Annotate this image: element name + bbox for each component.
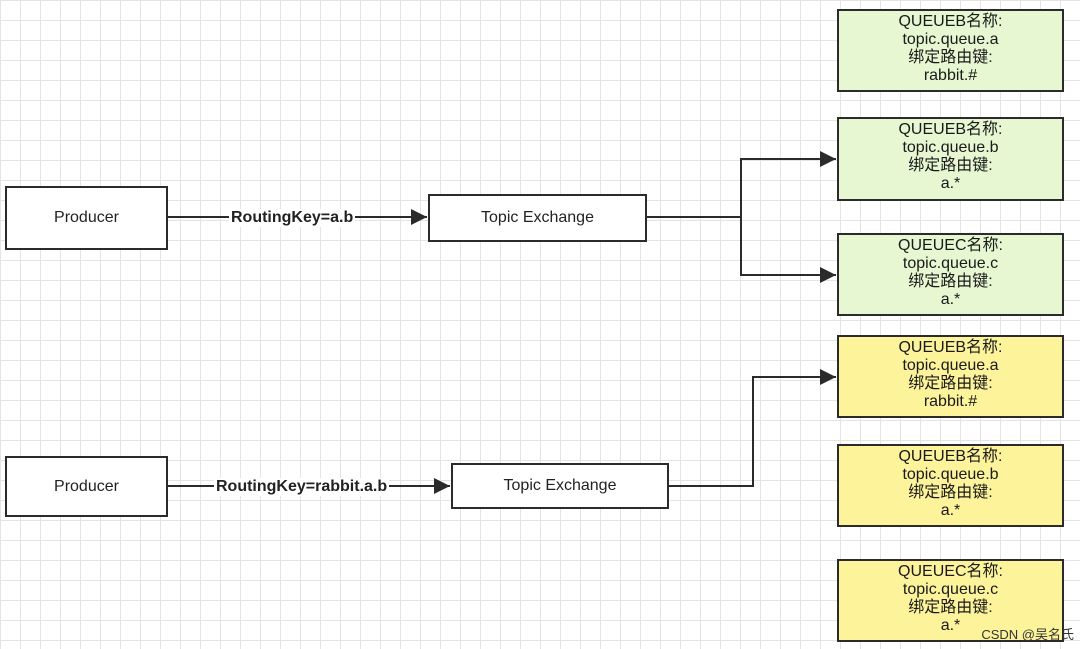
queue-name: topic.queue.b xyxy=(902,466,999,483)
topic-exchange-node-top: Topic Exchange xyxy=(428,194,647,242)
queue-title: QUEUEC名称: xyxy=(898,563,1003,580)
topic-exchange-node-bottom: Topic Exchange xyxy=(451,463,669,509)
binding-key-label: 绑定路由键: xyxy=(908,157,993,174)
binding-key: a.* xyxy=(940,502,961,519)
binding-key: a.* xyxy=(940,291,961,308)
queue-node-bottom-c: QUEUEC名称: topic.queue.c 绑定路由键: a.* xyxy=(837,559,1064,642)
routing-key-label-top: RoutingKey=a.b xyxy=(229,209,356,227)
queue-title: QUEUEB名称: xyxy=(898,121,1003,138)
binding-key: rabbit.# xyxy=(923,393,978,410)
producer-node-bottom: Producer xyxy=(5,456,168,517)
queue-title: QUEUEB名称: xyxy=(898,339,1003,356)
queue-node-bottom-a: QUEUEB名称: topic.queue.a 绑定路由键: rabbit.# xyxy=(837,335,1064,418)
binding-key: a.* xyxy=(940,617,961,634)
binding-key: a.* xyxy=(940,175,961,192)
queue-title: QUEUEB名称: xyxy=(898,448,1003,465)
queue-node-top-c: QUEUEC名称: topic.queue.c 绑定路由键: a.* xyxy=(837,233,1064,316)
producer-node-top: Producer xyxy=(5,186,168,250)
binding-key-label: 绑定路由键: xyxy=(908,484,993,501)
exchange-to-queue-c-arrow-top xyxy=(740,217,836,283)
queue-node-bottom-b: QUEUEB名称: topic.queue.b 绑定路由键: a.* xyxy=(837,444,1064,527)
exchange-label: Topic Exchange xyxy=(481,209,594,226)
queue-name: topic.queue.c xyxy=(902,255,999,272)
queue-name: topic.queue.b xyxy=(902,139,999,156)
binding-key-label: 绑定路由键: xyxy=(908,599,993,616)
exchange-label: Topic Exchange xyxy=(503,477,617,494)
binding-key: rabbit.# xyxy=(923,67,978,84)
routing-key-label-bottom: RoutingKey=rabbit.a.b xyxy=(214,478,390,496)
queue-title: QUEUEB名称: xyxy=(898,13,1003,30)
producer-label: Producer xyxy=(54,477,119,495)
queue-node-top-a: QUEUEB名称: topic.queue.a 绑定路由键: rabbit.# xyxy=(837,9,1064,92)
queue-name: topic.queue.a xyxy=(902,31,999,48)
binding-key-label: 绑定路由键: xyxy=(908,375,993,392)
exchange-to-queue-a-arrow-bottom xyxy=(669,369,836,487)
credit-watermark: CSDN @吴名氏 xyxy=(981,627,1074,642)
queue-name: topic.queue.a xyxy=(902,357,999,374)
queue-title: QUEUEC名称: xyxy=(898,237,1003,254)
binding-key-label: 绑定路由键: xyxy=(908,49,993,66)
binding-key-label: 绑定路由键: xyxy=(908,273,993,290)
producer-label: Producer xyxy=(54,209,119,226)
queue-node-top-b: QUEUEB名称: topic.queue.b 绑定路由键: a.* xyxy=(837,117,1064,201)
exchange-to-queue-b-arrow-top xyxy=(647,151,836,218)
queue-name: topic.queue.c xyxy=(902,581,999,598)
